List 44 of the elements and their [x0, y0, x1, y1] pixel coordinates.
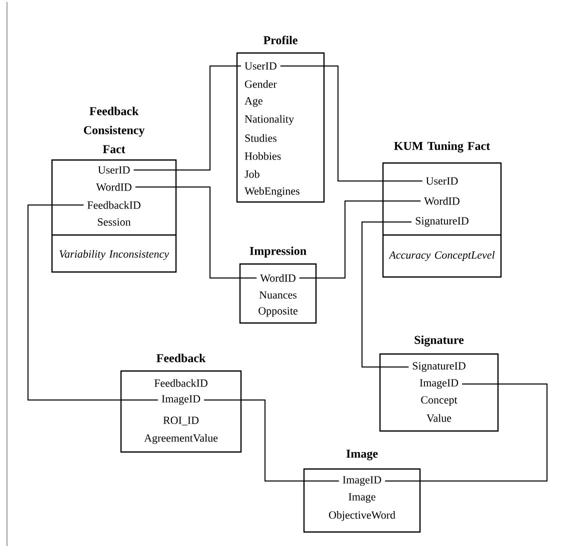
field-label: Age: [244, 97, 262, 107]
field-label: WordID: [424, 197, 460, 205]
field-label: UserID: [98, 166, 130, 174]
node-label: Image: [346, 450, 378, 460]
connector-line: [362, 222, 412, 368]
connector-line: [280, 66, 423, 182]
field-label: ImageID: [162, 395, 200, 405]
connector-line: [28, 204, 158, 400]
field-label: AgreementValue: [144, 434, 218, 444]
field-label: ImageID: [420, 379, 458, 389]
connector-line: [298, 200, 422, 278]
field-label: WordID: [96, 183, 132, 191]
field-label: Value: [426, 414, 452, 422]
node-label: Impression: [250, 246, 306, 258]
node-label: Signature: [414, 336, 464, 346]
node-label: Feedback Consistency Fact: [84, 106, 145, 154]
field-label: Nationality: [244, 115, 294, 125]
field-label: Image: [348, 493, 376, 503]
node-label: Profile: [263, 36, 298, 44]
node-label: Feedback: [156, 354, 206, 362]
field-label: SignatureID: [416, 217, 468, 227]
field-label: FeedbackID: [154, 379, 208, 387]
field-label: Job: [244, 170, 260, 178]
field-label: ROI_ID: [163, 416, 199, 426]
field-label: Hobbies: [244, 152, 281, 160]
field-label: UserID: [244, 62, 276, 70]
field-label: WordID: [260, 274, 296, 282]
field-label: Gender: [244, 80, 277, 88]
field-label: Studies: [245, 134, 276, 142]
node-label: KUM Tuning Fact: [394, 142, 490, 152]
connector-line: [204, 400, 340, 482]
field-label: WebEngines: [244, 187, 300, 197]
field-label: ObjectiveWord: [329, 511, 396, 521]
field-label: Opposite: [258, 307, 298, 317]
connector-line: [134, 186, 258, 278]
connector-line: [133, 66, 242, 170]
connector-line: [384, 384, 548, 482]
field-label: Session: [98, 218, 131, 226]
field-label: Nuances: [259, 291, 297, 299]
field-label: ImageID: [342, 476, 382, 486]
field-label: SignatureID: [412, 362, 466, 372]
field-label: Concept: [421, 396, 458, 406]
field-label: FeedbackID: [87, 201, 140, 209]
field-label: UserID: [426, 177, 458, 185]
